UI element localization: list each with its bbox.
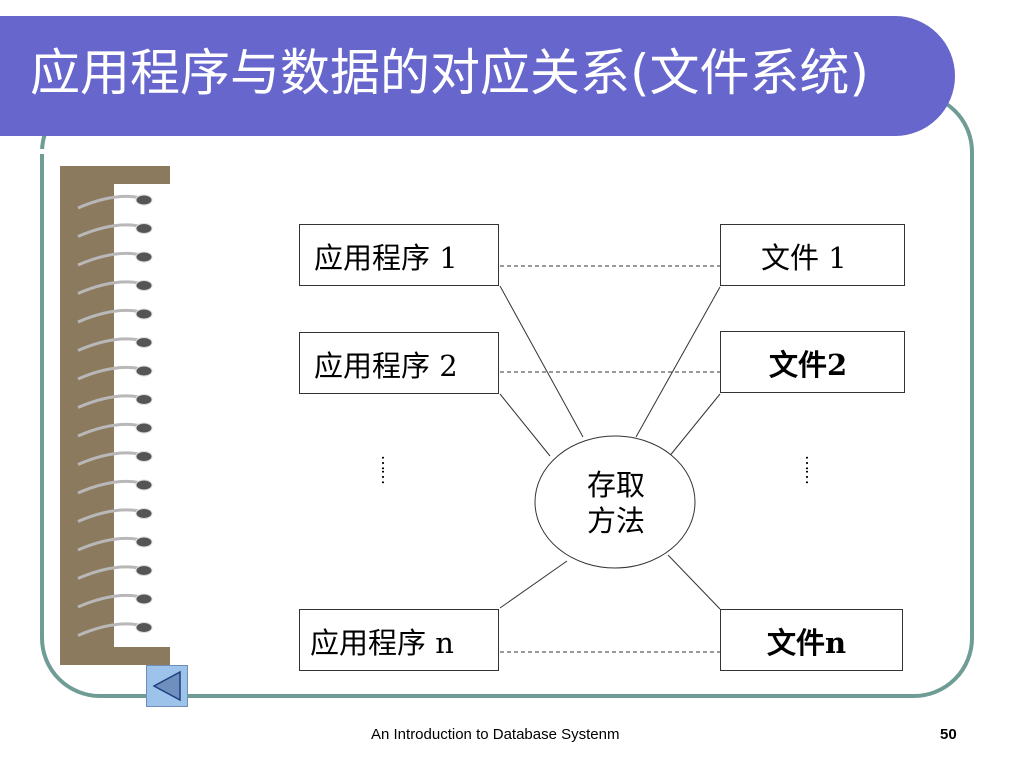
file-label-n: 文件n: [767, 626, 847, 660]
page-number: 50: [940, 726, 957, 743]
spiral-binding-icon: [77, 194, 153, 637]
file-box-1: 文件 1: [720, 224, 905, 286]
app-box-n: 应用程序 n: [299, 609, 499, 671]
access-method-line2: 方法: [586, 504, 645, 538]
triangle-left-icon: [152, 670, 181, 702]
files-ellipsis: ……: [802, 455, 821, 483]
title-underline: [0, 149, 905, 154]
app-box-2: 应用程序 2: [299, 332, 499, 394]
notebook-decoration: [60, 166, 170, 665]
footer-text: An Introduction to Database Systenm: [371, 726, 620, 743]
app-label-1: 应用程序 1: [314, 241, 458, 275]
apps-ellipsis: ……: [378, 455, 397, 483]
file-label-2: 文件2: [769, 348, 848, 382]
slide-title: 应用程序与数据的对应关系(文件系统): [30, 44, 870, 102]
title-bar: [0, 16, 955, 154]
file-box-2: 文件2: [720, 331, 905, 393]
app-label-n: 应用程序 n: [310, 626, 454, 660]
file-box-n: 文件n: [720, 609, 903, 671]
app-label-2: 应用程序 2: [314, 349, 458, 383]
back-button[interactable]: [146, 665, 188, 707]
app-box-1: 应用程序 1: [299, 224, 499, 286]
file-label-1: 文件 1: [761, 241, 847, 275]
slide-frame: [40, 92, 974, 698]
access-method-label: 存取 方法: [556, 467, 676, 539]
access-method-line1: 存取: [586, 468, 645, 502]
